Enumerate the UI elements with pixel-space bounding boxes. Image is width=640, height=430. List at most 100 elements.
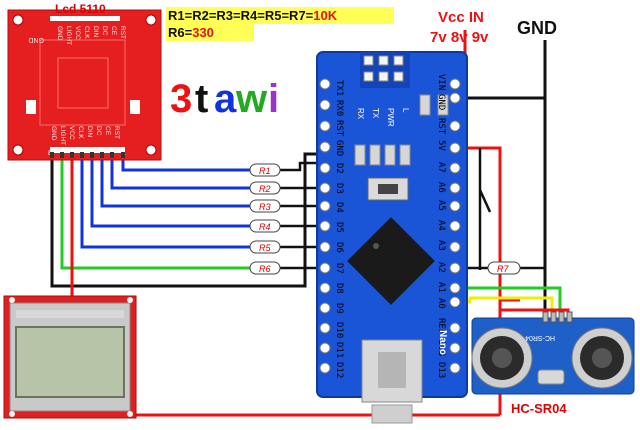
pin-tx1: TX1 xyxy=(334,80,344,96)
pin-d10: D10 xyxy=(334,322,344,338)
brand-char-1: 3 xyxy=(170,77,192,121)
pin-ref: REF xyxy=(436,318,446,334)
pin-3v3: 3V3 xyxy=(436,340,446,356)
lcd-top-pin-din: DIN xyxy=(92,26,99,38)
resistor-r7-label: R7 xyxy=(497,264,509,274)
resistor-array: R1 R2 R3 R4 R5 R6 R7 xyxy=(249,163,521,275)
resistor-r6-label: R6 xyxy=(259,264,271,274)
lcd-top-pin-vcc: VCC xyxy=(74,26,81,40)
reset-button-cap xyxy=(378,184,398,194)
lcd-title: Lcd 5110 xyxy=(55,2,106,16)
pin-rst-right: RST xyxy=(436,118,446,135)
lcd-top-pin-dc: DC xyxy=(101,26,108,36)
lcd-bot-pin-vcc: VCC xyxy=(68,126,75,140)
lcd-bot-pin-light: LIGHT xyxy=(59,126,66,145)
svg-text:R1=R2=R3=R4=R5=R7=10K: R1=R2=R3=R4=R5=R7=10K xyxy=(168,8,338,23)
sensor-label: HC-SR04 xyxy=(511,401,567,416)
arduino-right-pin-labels: VIN GND RST 5V A7 A6 A5 A4 A3 A2 A1 A0 R… xyxy=(436,74,446,378)
pin-rx0: RX0 xyxy=(334,100,344,116)
lcd-data-wires xyxy=(80,155,250,249)
brand-char-5: i xyxy=(268,77,279,121)
lcd-bot-pin-gnd: GND xyxy=(50,126,57,141)
brand-char-3: a xyxy=(214,77,237,121)
lcd-top-pin-clk: CLK xyxy=(83,26,90,39)
pin-vin: VIN xyxy=(436,74,446,90)
pin-d6: D6 xyxy=(334,242,344,253)
lcd-front-view xyxy=(3,295,137,419)
lcd-5110-module: GND GND LIGHT VCC CLK DIN DC CE RST GND … xyxy=(7,9,162,161)
pin-a1: A1 xyxy=(436,282,446,293)
resistor-r5: R5 xyxy=(249,240,281,254)
lcd-top-pin-light: LIGHT xyxy=(65,26,72,45)
pin-a5: A5 xyxy=(436,200,446,211)
sensor-header-pins xyxy=(542,311,573,323)
resistor-r3: R3 xyxy=(249,199,281,213)
pin-d4: D4 xyxy=(334,202,344,213)
pin-d8: D8 xyxy=(334,283,344,294)
resistor-r3-label: R3 xyxy=(259,202,271,212)
vcc-volts-label: 7v 8v 9v xyxy=(430,29,489,46)
resistor-r6: R6 xyxy=(249,261,281,275)
lcd-bot-pin-ce: CE xyxy=(104,126,111,136)
pin-d13: D13 xyxy=(436,362,446,378)
lcd-top-pin-labels: GND LIGHT VCC CLK DIN DC CE RST xyxy=(56,26,126,45)
board-nano-label: Nano xyxy=(437,330,448,355)
trig-wire-green xyxy=(455,286,562,318)
lcd-light-wire xyxy=(60,155,250,270)
lcd-bot-pin-dc: DC xyxy=(95,126,102,136)
resistor-r4-label: R4 xyxy=(259,222,271,232)
led-label-rx: RX xyxy=(356,108,365,120)
pin-d5: D5 xyxy=(334,222,344,233)
lcd-top-pin-gnd: GND xyxy=(56,26,63,41)
pin-d2: D2 xyxy=(334,163,344,174)
lcd-bot-pin-din: DIN xyxy=(86,126,93,138)
push-switch xyxy=(478,189,492,213)
brand-logo: 3 t a w i xyxy=(170,77,279,121)
resistor-note-line2-value: 330 xyxy=(192,25,214,40)
resistor-r2: R2 xyxy=(249,181,281,195)
resistor-to-pin-wires xyxy=(280,161,325,270)
resistor-r7: R7 xyxy=(487,261,521,275)
gnd-label: GND xyxy=(517,18,557,38)
brand-char-2: t xyxy=(195,77,208,121)
pin-d7: D7 xyxy=(334,263,344,274)
sensor-transducer-left xyxy=(471,327,533,389)
resistor-r4: R4 xyxy=(249,219,281,233)
mini-usb-connector xyxy=(361,339,423,424)
lcd-header-pins xyxy=(50,152,125,158)
arduino-left-pin-labels: TX1 RX0 RST GND D2 D3 D4 D5 D6 D7 D8 D9 … xyxy=(334,80,344,378)
pin-a4: A4 xyxy=(436,220,446,231)
pin-a2: A2 xyxy=(436,262,446,273)
sensor-vcc-wire xyxy=(500,308,570,318)
lcd-pin-top-label: GND xyxy=(28,36,44,43)
pin-a6: A6 xyxy=(436,182,446,193)
sensor-body-text: HC-SR04 xyxy=(525,334,555,341)
resistor-r1-label: R1 xyxy=(259,166,271,176)
pin-gnd-right: GND xyxy=(436,94,446,110)
arduino-nano-board: RX TX PWR L TX1 RX0 RST xyxy=(316,51,468,424)
resistor-r5-label: R5 xyxy=(259,243,271,253)
lcd-bot-pin-clk: CLK xyxy=(77,126,84,139)
led-label-l: L xyxy=(401,108,410,113)
svg-text:R6=330: R6=330 xyxy=(168,25,214,40)
hc-sr04-sensor: HC-SR04 xyxy=(471,311,635,395)
pin-a7: A7 xyxy=(436,162,446,173)
lcd-bot-pin-rst: RST xyxy=(113,126,120,139)
pin-d3: D3 xyxy=(334,183,344,194)
lcd-gnd-wire xyxy=(50,152,325,288)
led-labels: RX TX PWR L xyxy=(356,108,410,127)
sensor-transducer-right xyxy=(571,327,633,389)
resistor-r2-label: R2 xyxy=(259,184,271,194)
led-label-tx: TX xyxy=(371,108,380,119)
resistor-note-line1-value: 10K xyxy=(313,8,337,23)
led-label-pwr: PWR xyxy=(386,108,395,127)
pin-a0: A0 xyxy=(436,298,446,309)
pin-5v: 5V xyxy=(436,140,446,151)
pin-gnd-left: GND xyxy=(334,140,344,156)
pin-a3: A3 xyxy=(436,240,446,251)
brand-char-4: w xyxy=(235,77,268,121)
lcd-bottom-pin-labels: GND LIGHT VCC CLK DIN DC CE RST xyxy=(50,126,120,145)
arduino-left-pins xyxy=(319,78,331,374)
